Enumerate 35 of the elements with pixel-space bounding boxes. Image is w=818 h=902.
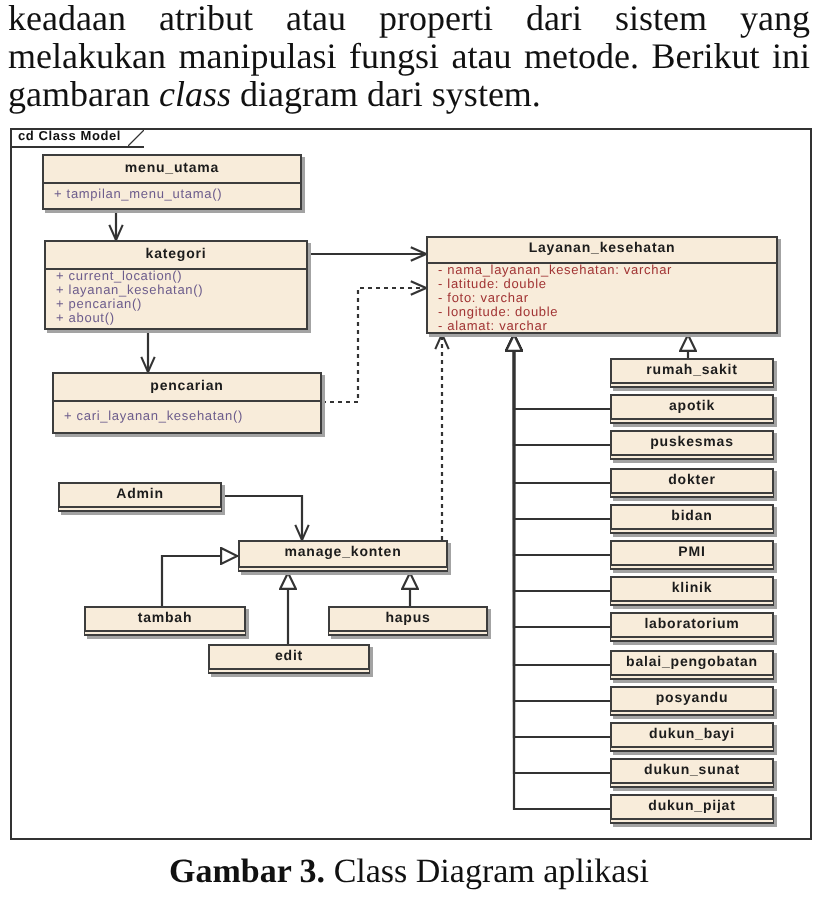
class-box xyxy=(208,644,370,674)
class-box xyxy=(44,240,308,330)
inheritance-arrow xyxy=(401,571,419,606)
class-box xyxy=(610,576,774,606)
association-arrow xyxy=(308,246,428,262)
class-box xyxy=(610,686,774,716)
diagram-frame xyxy=(10,128,812,840)
class-box xyxy=(610,650,774,680)
class-box xyxy=(328,606,488,636)
class-box xyxy=(610,394,774,424)
class-box xyxy=(84,606,246,636)
inheritance-arrow xyxy=(160,547,239,606)
inheritance-arrow xyxy=(679,333,697,358)
dependency-arrow xyxy=(322,280,428,404)
inheritance-arrow xyxy=(279,571,297,644)
class-box xyxy=(610,794,774,824)
body-paragraph: keadaan atribut atau properti dari sistem yang melakukan manipulasi fungsi atau metode. Berikut ini gambaran class diagram dari system. xyxy=(8,0,810,114)
class-box xyxy=(52,372,322,434)
class-box xyxy=(610,430,774,460)
class-box xyxy=(610,758,774,788)
class-box xyxy=(610,722,774,752)
dependency-arrow xyxy=(434,332,450,540)
class-box xyxy=(610,358,774,388)
association-arrow xyxy=(222,494,310,542)
class-box xyxy=(238,540,448,572)
class-box xyxy=(610,504,774,534)
class-box xyxy=(610,540,774,570)
class-box xyxy=(426,236,778,334)
class-box xyxy=(610,468,774,498)
class-box xyxy=(610,612,774,642)
figure-caption: Gambar 3. Class Diagram aplikasi xyxy=(166,852,652,890)
class-box xyxy=(58,482,222,512)
association-arrow xyxy=(140,330,156,374)
association-arrow xyxy=(108,210,124,242)
class-box xyxy=(42,154,302,210)
